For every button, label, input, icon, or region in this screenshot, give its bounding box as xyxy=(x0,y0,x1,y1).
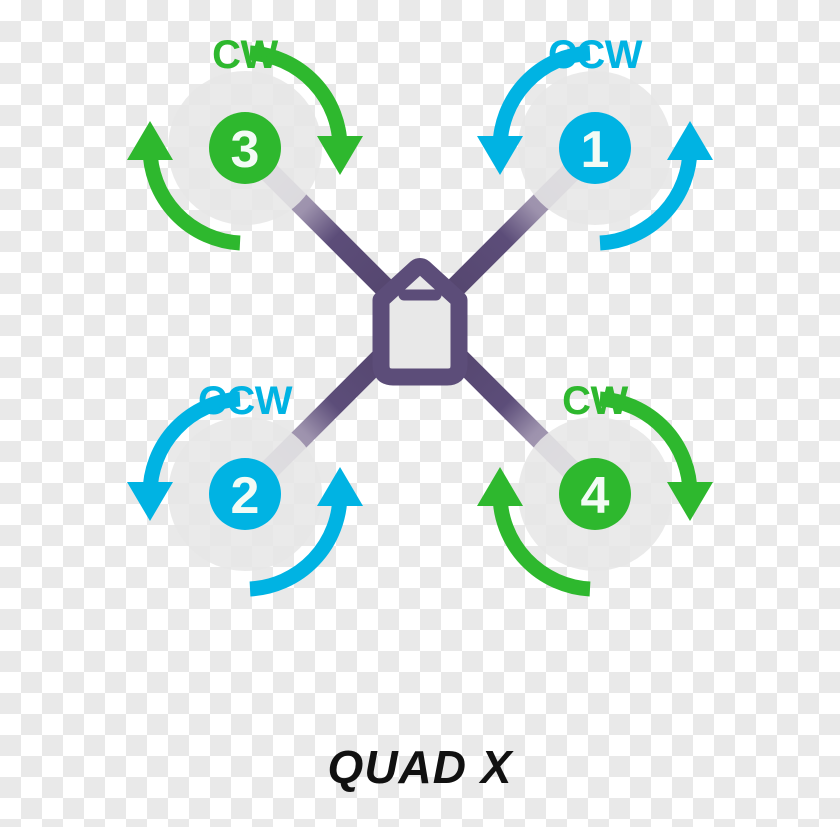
rotation-ring-cw-4 xyxy=(477,391,713,597)
motor-1-group[interactable]: CCW 1 xyxy=(477,33,713,251)
motor-3-rotation-label: CW xyxy=(212,33,278,77)
motor-4-group[interactable]: CW 4 xyxy=(477,379,713,597)
motor-1-number: 1 xyxy=(581,121,610,179)
body-shell xyxy=(372,258,468,386)
rotation-ring-ccw-2 xyxy=(127,391,363,597)
motor-3-group[interactable]: CW 3 xyxy=(127,33,363,251)
motor-4-hub xyxy=(559,458,631,530)
rotation-ring-ccw-1 xyxy=(477,45,713,251)
motor-2-group[interactable]: CCW 2 xyxy=(127,379,363,597)
motor-2-number: 2 xyxy=(231,467,260,525)
flight-controller-body xyxy=(372,258,468,386)
motor-2-hub xyxy=(209,458,281,530)
motor-4-rotation-label: CW xyxy=(562,379,628,423)
motor-2-rotation-label: CCW xyxy=(198,379,293,423)
rotation-ring-cw-3 xyxy=(127,45,363,251)
motor-1-rotation-label: CCW xyxy=(548,33,643,77)
motor-3-number: 3 xyxy=(231,121,260,179)
motor-4-number: 4 xyxy=(581,467,610,525)
diagram-title: QUAD X xyxy=(328,741,514,793)
motor-1-hub xyxy=(559,112,631,184)
motor-3-hub xyxy=(209,112,281,184)
